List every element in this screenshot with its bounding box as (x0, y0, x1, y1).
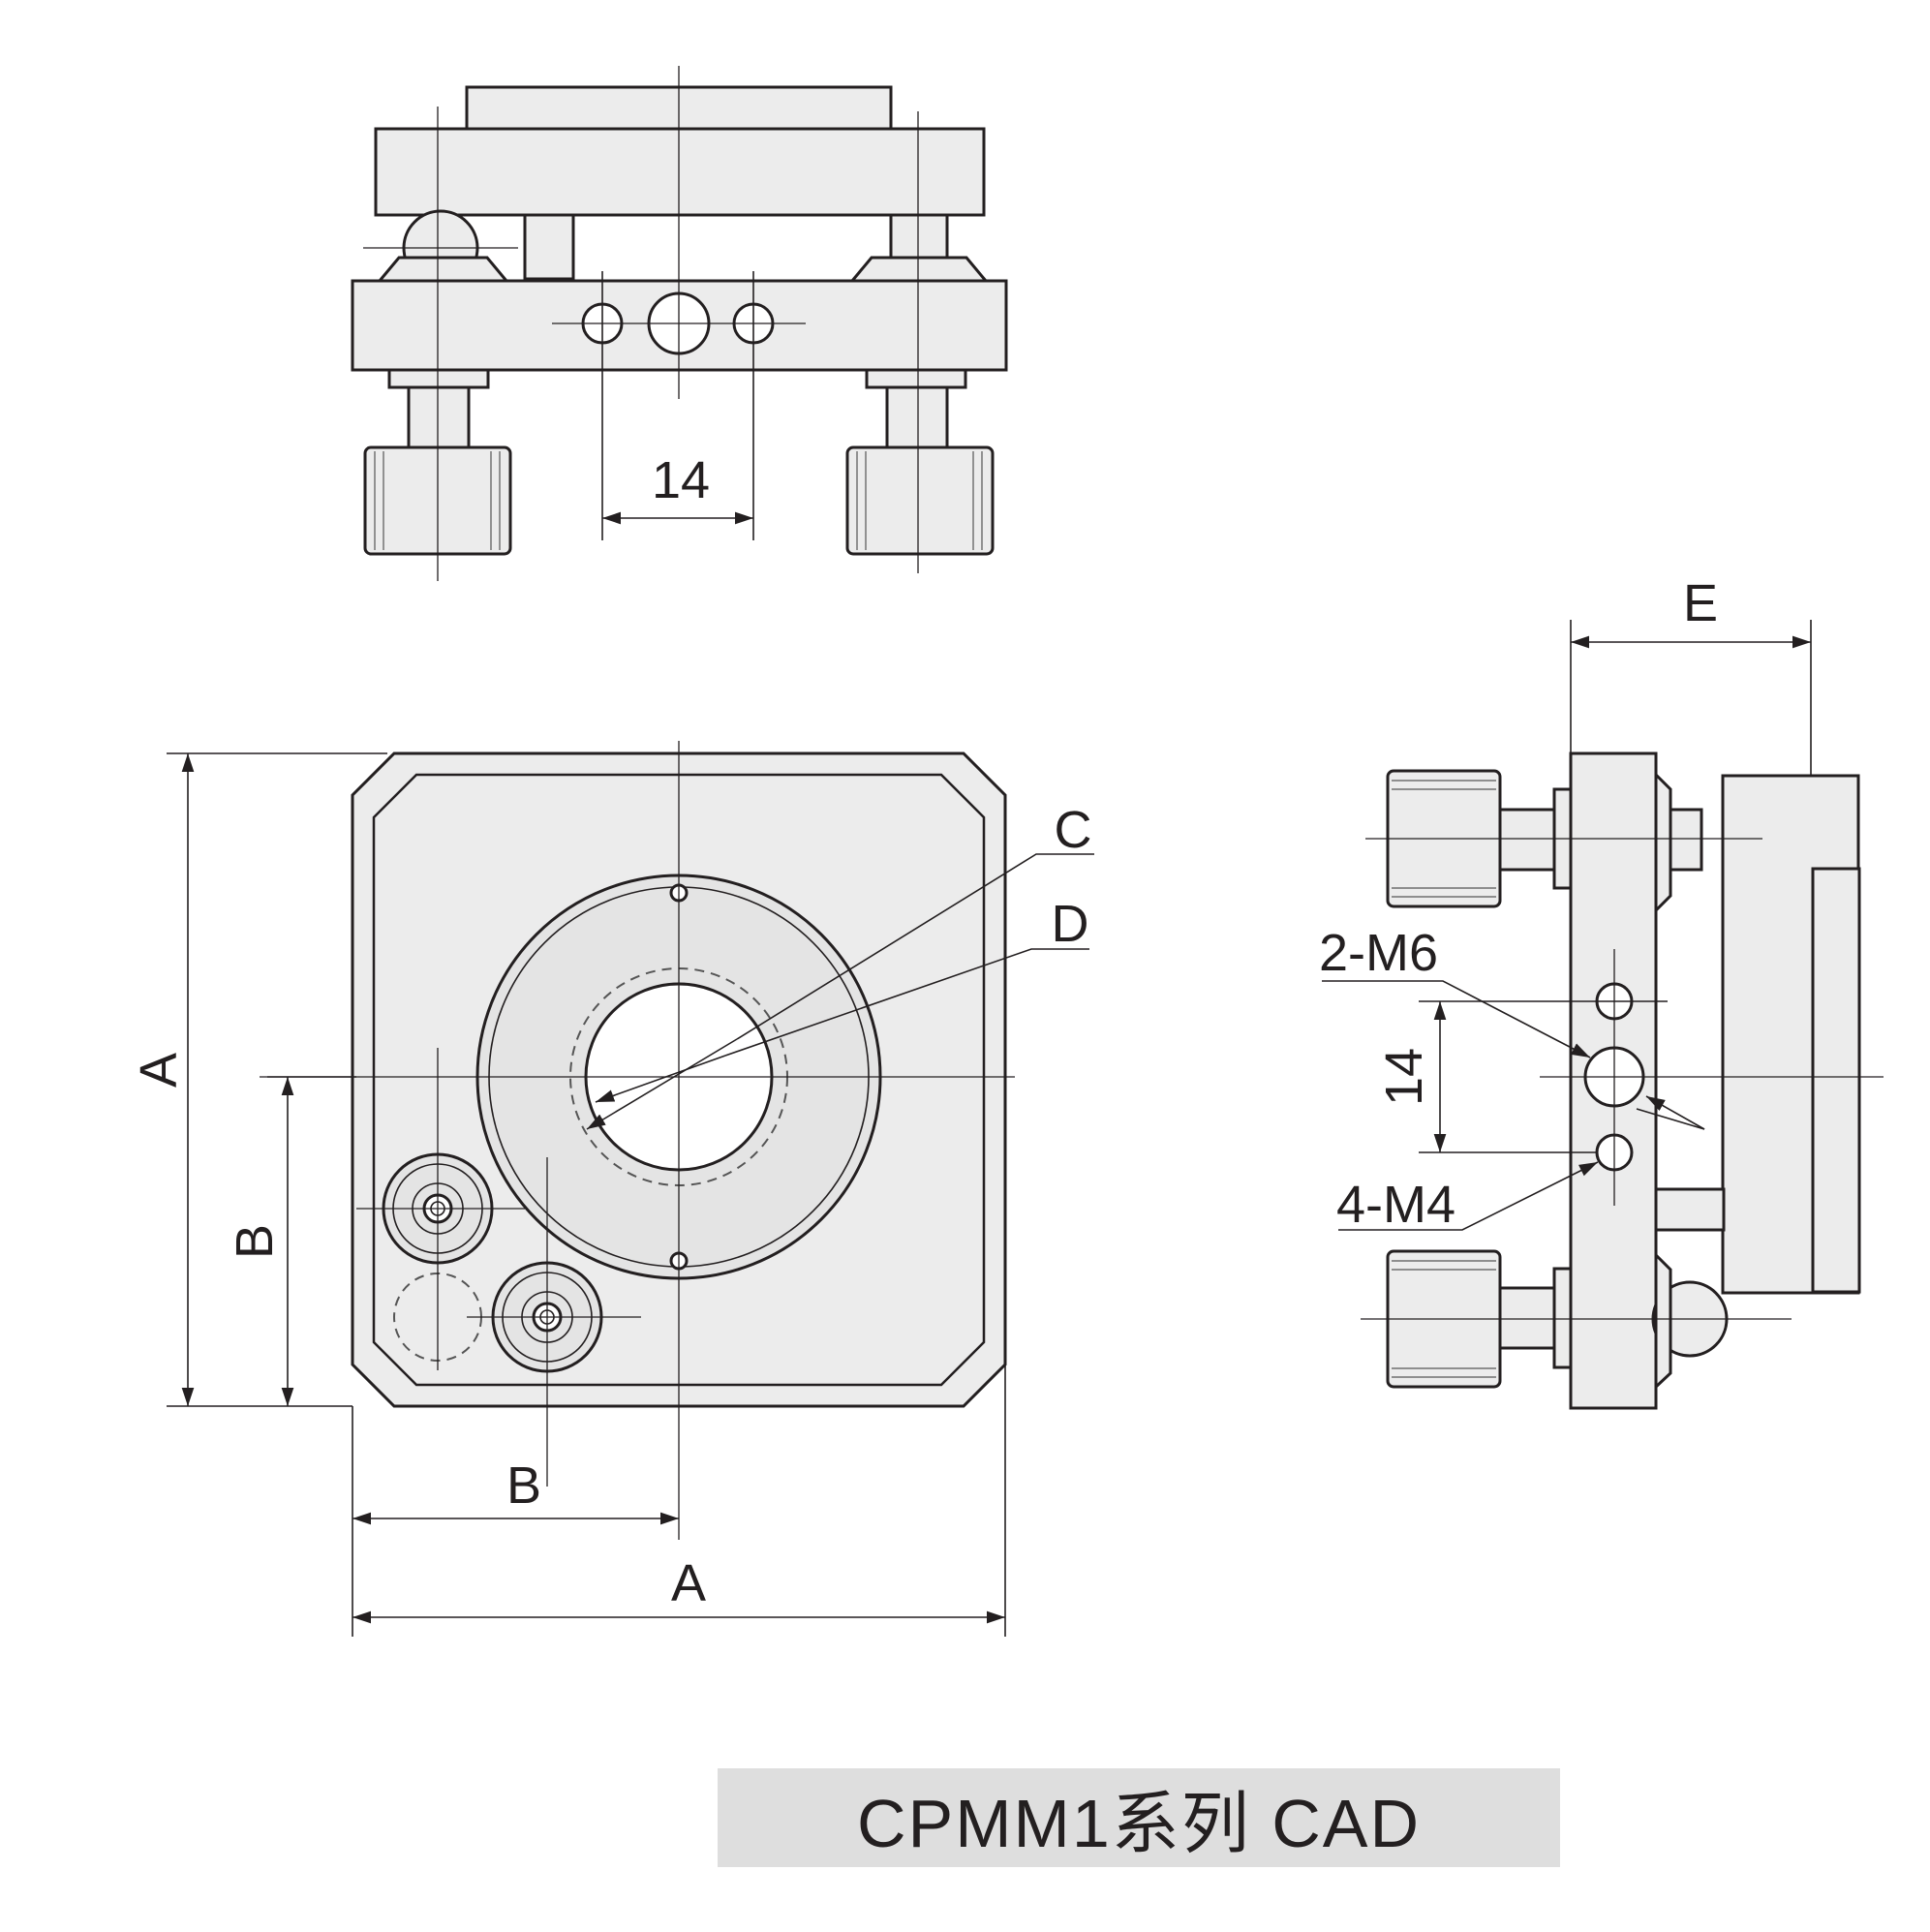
thread-m6-label: 2-M6 (1319, 924, 1438, 982)
leader-m6 (1322, 980, 1591, 1058)
dim-b-horizontal-label: B (506, 1457, 541, 1515)
dim-d-label: D (1052, 895, 1089, 953)
top-ball-seat (376, 256, 510, 283)
top-front-plate (374, 127, 986, 217)
dim-b-vertical-label: B (226, 1224, 284, 1259)
side-pitch-label: 14 (1375, 1048, 1433, 1106)
leader-d (724, 948, 1089, 1057)
top-bushing-left (387, 368, 490, 389)
dim-a-horizontal-label: A (671, 1554, 706, 1612)
side-bushing-lower (1552, 1267, 1573, 1369)
top-view: 14 (351, 66, 1008, 581)
dim-c-label: C (1055, 801, 1092, 859)
front-centerlines (260, 741, 1015, 1540)
side-shaft-upper (1498, 808, 1556, 872)
top-bushing-right (865, 368, 967, 389)
top-shaft-right (885, 385, 949, 449)
side-shaft-lower (1498, 1286, 1556, 1350)
top-screw-collar (848, 256, 990, 283)
thread-m4-label: 4-M4 (1336, 1176, 1455, 1234)
side-view: E 14 2-M6 4-M4 (1319, 574, 1884, 1410)
top-pin (523, 213, 575, 281)
top-screw-tip (889, 213, 949, 260)
drawing-caption: CPMM1系列 CAD (718, 1768, 1560, 1867)
top-knob-right (845, 445, 995, 556)
top-shaft-left (407, 385, 471, 449)
dim-a-vertical-label: A (130, 1053, 188, 1088)
front-plate-bevel (372, 773, 986, 1387)
side-centerlines (1361, 838, 1884, 1320)
top-centerlines (363, 66, 919, 581)
side-pin (1654, 1187, 1726, 1232)
dim-e-label: E (1683, 574, 1718, 632)
leader-m4 (1338, 1161, 1599, 1231)
front-view: A B B A C D (130, 741, 1094, 1637)
side-screw-collar (1654, 771, 1672, 914)
side-lens-cell (1811, 867, 1861, 1294)
side-ball-seat (1654, 1251, 1672, 1391)
side-knurl-lines (1392, 780, 1496, 1378)
leader-c (736, 853, 1094, 1040)
side-screw-tip (1669, 808, 1703, 872)
top-knurl-lines (374, 451, 983, 550)
top-pitch-label: 14 (652, 451, 710, 509)
